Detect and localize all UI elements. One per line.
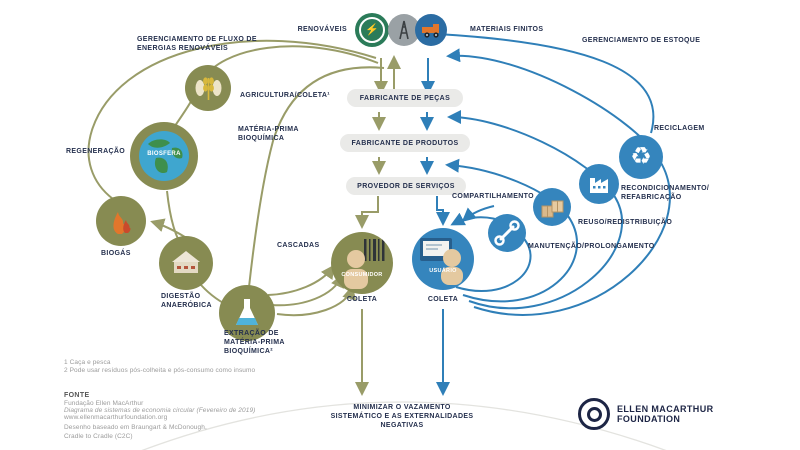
user-label: USUÁRIO xyxy=(429,268,457,274)
biogas-label: BIOGÁS xyxy=(101,250,131,257)
footnote-2: 2 Pode usar resíduos pós-colheita e pós-… xyxy=(64,367,256,374)
regeneration-label: REGENERAÇÃO xyxy=(66,148,126,155)
biosphere-label: BIOSFERA xyxy=(147,151,181,157)
biochemical-extraction-label: EXTRAÇÃO DE MATÉRIA-PRIMA BIOQUÍMICA² xyxy=(224,330,285,355)
biosphere-icon: BIOSFERA xyxy=(130,122,198,190)
renewables-label: RENOVÁVEIS xyxy=(297,26,347,33)
collection-right-label: COLETA xyxy=(427,296,459,303)
service-provider-box: PROVEDOR DE SERVIÇOS xyxy=(346,177,466,195)
sharing-label: COMPARTILHAMENTO xyxy=(452,193,534,200)
oil-derrick-icon xyxy=(388,14,420,46)
source-credit-2: Cradle to Cradle (C2C) xyxy=(64,433,133,440)
maintenance-label: MANUTENÇÃO/PROLONGAMENTO xyxy=(528,243,655,250)
finite-materials-label: MATERIAIS FINITOS xyxy=(470,26,544,33)
source-credit-1: Desenho baseado em Braungart & McDonough… xyxy=(64,424,207,431)
mining-truck-icon xyxy=(415,14,447,46)
user-icon: USUÁRIO xyxy=(412,228,474,290)
biochemical-extraction-flask-icon xyxy=(219,285,275,341)
recycling-label: RECICLAGEM xyxy=(654,125,705,132)
source-org: Fundação Ellen MacArthur xyxy=(64,400,144,407)
agriculture-label: AGRICULTURA/COLETA¹ xyxy=(240,92,330,99)
reuse-boxes-icon xyxy=(533,188,571,226)
consumer-icon: CONSUMIDOR xyxy=(331,232,393,294)
logo-sub: FOUNDATION xyxy=(617,414,681,424)
maintenance-wrench-icon xyxy=(488,214,526,252)
source-heading: FONTE xyxy=(64,392,90,399)
remanufacture-label: RECONDICIONAMENTO/ REFABRICAÇÃO xyxy=(621,185,710,201)
ellen-macarthur-foundation-logo: ELLEN MACARTHUR FOUNDATION xyxy=(578,398,714,430)
renewables-flow-management-label: GERENCIAMENTO DE FLUXO DE ENERGIAS RENOV… xyxy=(137,36,257,52)
source-document: Diagrama de sistemas de economia circula… xyxy=(64,407,256,414)
renewable-energy-icon: ⚡ xyxy=(355,13,389,47)
collection-left-label: COLETA xyxy=(346,296,378,303)
source-url: www.ellenmacarthurfoundation.org xyxy=(64,414,168,421)
biogas-flame-icon xyxy=(96,196,146,246)
agriculture-icon xyxy=(185,65,231,111)
biochemical-feedstock-label: MATÉRIA-PRIMA BIOQUÍMICA xyxy=(238,126,299,142)
footnote-1: 1 Caça e pesca xyxy=(64,359,111,366)
stock-management-label: GERENCIAMENTO DE ESTOQUE xyxy=(582,37,701,44)
anaerobic-digestion-icon xyxy=(159,236,213,290)
logo-rings-icon xyxy=(578,398,610,430)
cascades-label: CASCADAS xyxy=(277,242,320,249)
consumer-label: CONSUMIDOR xyxy=(341,272,383,278)
anaerobic-digestion-label: DIGESTÃO ANAERÓBICA xyxy=(161,293,212,309)
recycle-icon: ♻ xyxy=(619,135,663,179)
logo-name: ELLEN MACARTHUR xyxy=(617,403,714,414)
remanufacture-factory-icon xyxy=(579,164,619,204)
parts-manufacturer-box: FABRICANTE DE PEÇAS xyxy=(347,89,463,107)
minimise-leakage-label: MINIMIZAR O VAZAMENTO SISTEMÁTICO E AS E… xyxy=(330,404,474,429)
reuse-label: REUSO/REDISTRIBUIÇÃO xyxy=(578,219,673,226)
product-manufacturer-box: FABRICANTE DE PRODUTOS xyxy=(340,134,470,152)
